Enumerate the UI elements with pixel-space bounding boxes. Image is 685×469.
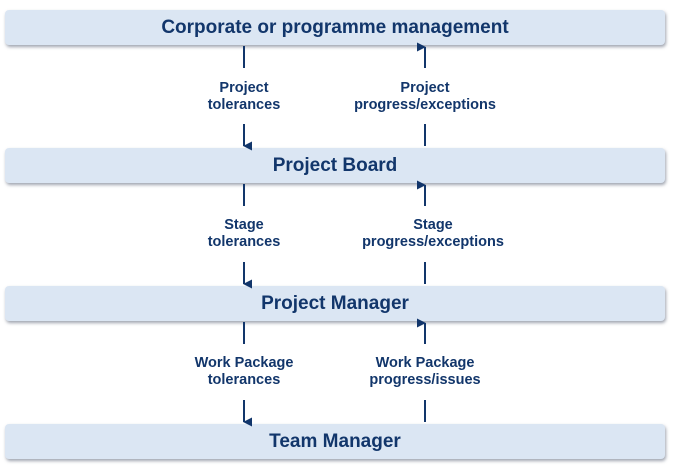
project-progress-exceptions-label: Project progress/exceptions (325, 80, 525, 114)
label-line: progress/exceptions (354, 97, 496, 113)
level-project-board: Project Board (5, 148, 665, 183)
label-line: Work Package (375, 355, 475, 371)
label-line: Project (400, 80, 450, 96)
project-tolerances-label: Project tolerances (164, 80, 324, 114)
stage-progress-exceptions-label: Stage progress/exceptions (333, 217, 533, 251)
stage-tolerances-label: Stage tolerances (164, 217, 324, 251)
label-line: Project (219, 80, 269, 96)
level-project-manager: Project Manager (5, 286, 665, 321)
label-line: progress/issues (369, 372, 481, 388)
label-line: tolerances (207, 97, 281, 113)
label-line: tolerances (207, 234, 281, 250)
label-line: Stage (224, 217, 264, 233)
level-corporate-programme-management: Corporate or programme management (5, 10, 665, 45)
label-line: progress/exceptions (362, 234, 504, 250)
work-package-progress-issues-label: Work Package progress/issues (325, 355, 525, 389)
work-package-tolerances-label: Work Package tolerances (164, 355, 324, 389)
level-team-manager: Team Manager (5, 424, 665, 459)
label-line: Stage (413, 217, 453, 233)
label-line: tolerances (207, 372, 281, 388)
label-line: Work Package (194, 355, 294, 371)
